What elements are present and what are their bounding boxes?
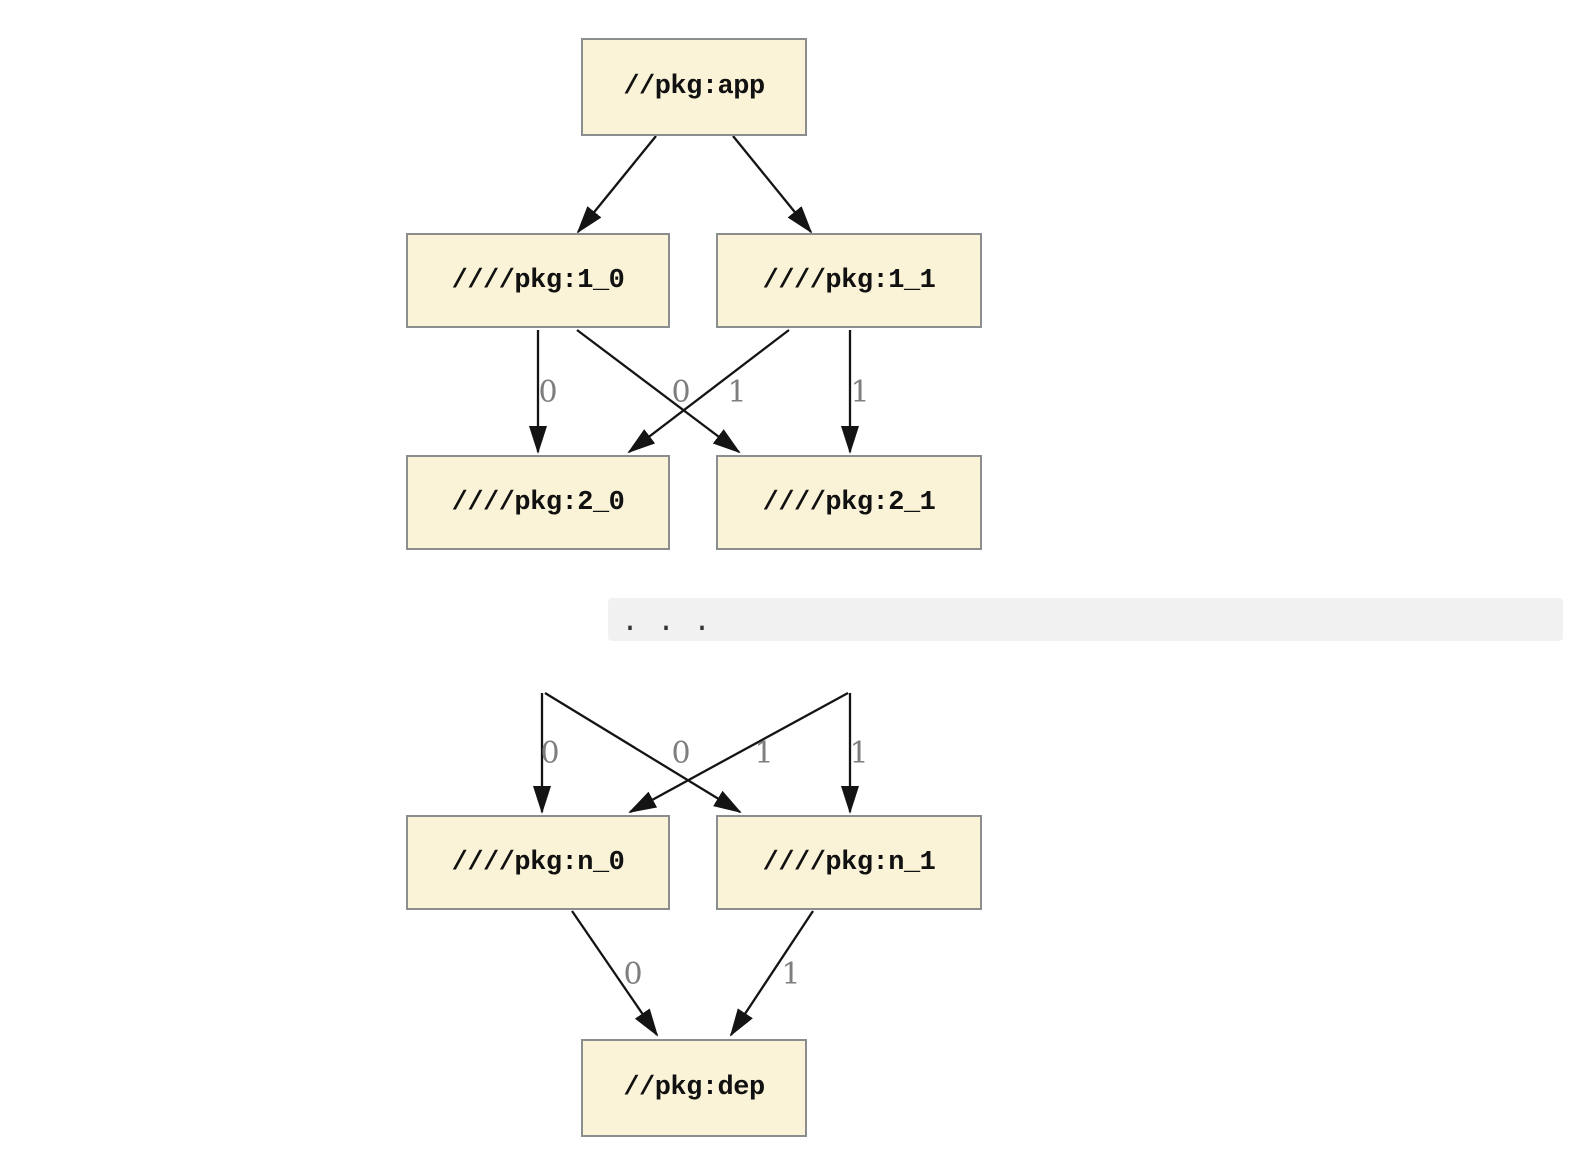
graph-node-label: //pkg:dep xyxy=(623,1073,765,1103)
edge-ellipsis-to-n_0 xyxy=(628,691,849,814)
graph-node-2_1: ////pkg:2_1 xyxy=(716,455,982,550)
edge-label: 1 xyxy=(850,375,869,410)
edge-label: 0 xyxy=(623,957,642,992)
graph-node-1_0: ////pkg:1_0 xyxy=(406,233,670,328)
graph-node-n_0: ////pkg:n_0 xyxy=(406,815,670,910)
graph-node-2_0: ////pkg:2_0 xyxy=(406,455,670,550)
graph-node-app: //pkg:app xyxy=(581,38,807,136)
edge-n_0-to-dep xyxy=(571,910,659,1037)
graph-edge-labels: 0 0 1 1 0 0 1 1 0 1 xyxy=(538,375,869,992)
ellipsis-block: . . . xyxy=(608,598,1563,641)
graph-node-label: //pkg:app xyxy=(623,72,765,102)
edge-n_1-to-dep xyxy=(729,910,814,1037)
graph-node-n_1: ////pkg:n_1 xyxy=(716,815,982,910)
graph-node-1_1: ////pkg:1_1 xyxy=(716,233,982,328)
graph-node-label: ////pkg:1_1 xyxy=(762,265,936,296)
graph-node-label: ////pkg:1_0 xyxy=(451,265,625,296)
edge-label: 0 xyxy=(540,736,559,771)
edge-label: 1 xyxy=(727,375,746,410)
edge-1_0-to-2_1 xyxy=(576,329,741,454)
edge-label: 1 xyxy=(754,736,773,771)
edge-1_1-to-2_0 xyxy=(627,329,790,454)
edge-label: 0 xyxy=(671,736,690,771)
graph-node-dep: //pkg:dep xyxy=(581,1039,807,1137)
edge-app-to-1_0 xyxy=(576,135,657,234)
edge-label: 0 xyxy=(671,375,690,410)
graph-edges xyxy=(529,135,859,1037)
edge-label: 1 xyxy=(781,957,800,992)
edge-label: 1 xyxy=(849,736,868,771)
graph-node-label: ////pkg:2_1 xyxy=(762,487,936,518)
edge-label: 0 xyxy=(538,375,557,410)
edge-ellipsis-to-n_1 xyxy=(544,692,742,814)
graph-node-label: ////pkg:n_1 xyxy=(762,847,936,878)
graph-node-label: ////pkg:n_0 xyxy=(451,847,625,878)
ellipsis-text: . . . xyxy=(621,606,712,640)
edge-app-to-1_1 xyxy=(732,135,813,234)
graph-node-label: ////pkg:2_0 xyxy=(451,487,625,518)
